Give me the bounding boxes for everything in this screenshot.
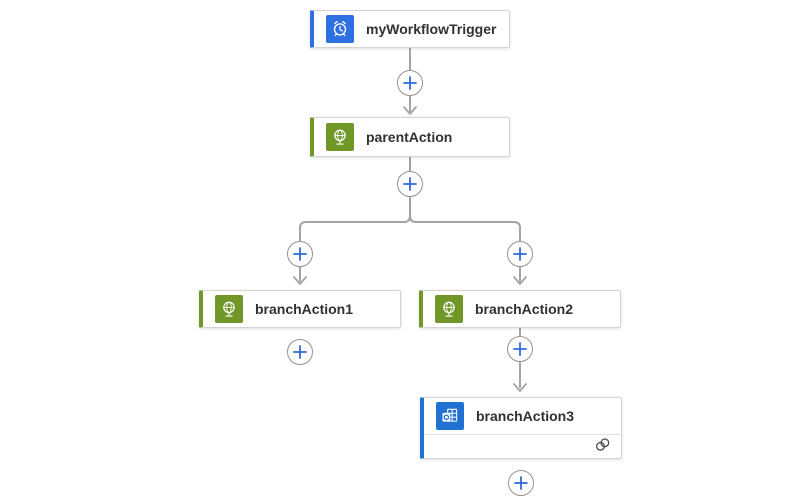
outlook-icon bbox=[436, 402, 464, 430]
node-title: parentAction bbox=[366, 129, 453, 145]
node-footer bbox=[424, 434, 621, 459]
connections-icon[interactable] bbox=[594, 436, 611, 458]
node-title: branchAction1 bbox=[255, 301, 354, 317]
node-header: branchAction2 bbox=[423, 291, 620, 327]
node-branch-action-2[interactable]: branchAction2 bbox=[419, 290, 621, 328]
insert-step-button[interactable] bbox=[507, 241, 533, 267]
http-globe-icon bbox=[326, 123, 354, 151]
http-globe-icon bbox=[215, 295, 243, 323]
node-header: parentAction bbox=[314, 118, 509, 156]
insert-step-button[interactable] bbox=[397, 70, 423, 96]
insert-step-button[interactable] bbox=[508, 470, 534, 496]
insert-step-button[interactable] bbox=[287, 339, 313, 365]
node-title: branchAction2 bbox=[475, 301, 574, 317]
node-my-workflow-trigger[interactable]: myWorkflowTrigger bbox=[310, 10, 510, 48]
node-title: myWorkflowTrigger bbox=[366, 21, 497, 37]
node-parent-action[interactable]: parentAction bbox=[310, 117, 510, 157]
node-header: myWorkflowTrigger bbox=[314, 11, 509, 47]
recurrence-clock-icon bbox=[326, 15, 354, 43]
insert-step-button[interactable] bbox=[287, 241, 313, 267]
insert-step-button[interactable] bbox=[507, 336, 533, 362]
node-branch-action-1[interactable]: branchAction1 bbox=[199, 290, 401, 328]
node-title: branchAction3 bbox=[476, 408, 575, 424]
http-globe-icon bbox=[435, 295, 463, 323]
node-header: branchAction1 bbox=[203, 291, 400, 327]
connector-split-branches bbox=[293, 197, 527, 285]
insert-step-button[interactable] bbox=[397, 171, 423, 197]
node-branch-action-3[interactable]: branchAction3 bbox=[420, 397, 622, 459]
node-header: branchAction3 bbox=[424, 398, 621, 434]
